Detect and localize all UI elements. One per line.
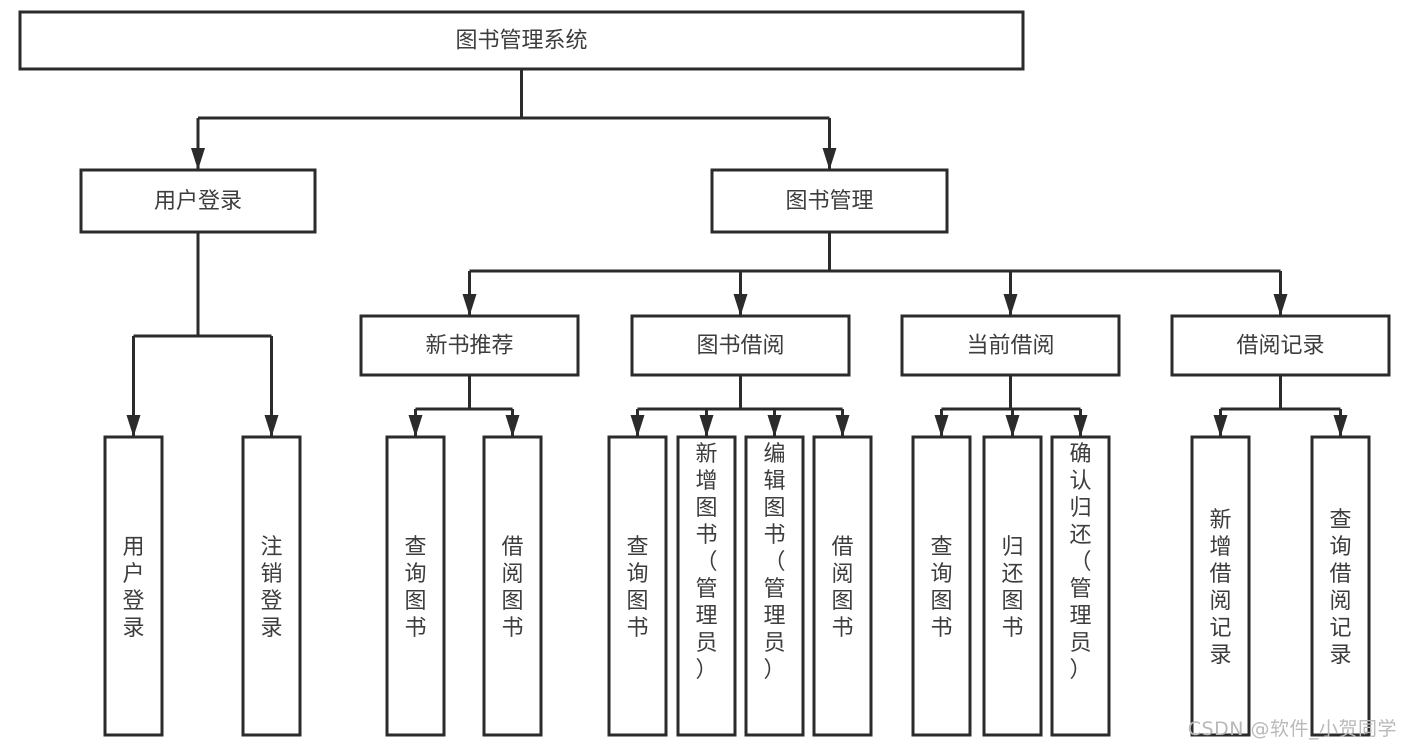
node-label: 归还图书 (1001, 535, 1023, 641)
node-label: 查询借阅记录 (1329, 508, 1351, 668)
node-box (607, 435, 668, 737)
node-box (385, 435, 446, 737)
node-label: 当前借阅 (966, 334, 1054, 359)
node-label: 编辑图书（管理员） (763, 442, 785, 683)
node-label: 新增图书（管理员） (695, 442, 717, 683)
node-box (1310, 435, 1371, 737)
arrow-head-icon (1213, 415, 1228, 437)
arrow-head-icon (630, 415, 645, 437)
arrow-head-icon (822, 148, 837, 170)
node-label: 借阅记录 (1236, 334, 1324, 359)
node-label: 确认归还（管理员） (1069, 442, 1091, 683)
arrow-head-icon (1005, 415, 1020, 437)
node-box (982, 435, 1043, 737)
node-box (18, 10, 1025, 71)
edge-group-borrow-record (1213, 375, 1348, 437)
node-box (710, 168, 949, 234)
node-leaf-query-book-rec[interactable]: 查询图书 (385, 435, 446, 737)
node-leaf-query-book-cur[interactable]: 查询图书 (911, 435, 972, 737)
node-box (1050, 435, 1111, 737)
node-leaf-borrow-book-rec[interactable]: 借阅图书 (482, 435, 543, 737)
edge-group-new-book-rec (408, 375, 520, 437)
node-label: 用户登录 (122, 535, 144, 641)
node-box (359, 314, 580, 377)
node-new-book-rec[interactable]: 新书推荐 (359, 314, 580, 377)
arrow-head-icon (733, 294, 748, 316)
node-borrow-record[interactable]: 借阅记录 (1170, 314, 1391, 377)
node-label: 查询图书 (930, 535, 952, 641)
node-leaf-return-book[interactable]: 归还图书 (982, 435, 1043, 737)
arrow-head-icon (1003, 294, 1018, 316)
node-label: 图书借阅 (696, 334, 784, 359)
node-box (900, 314, 1121, 377)
node-label: 注销登录 (260, 535, 282, 641)
node-current-borrow[interactable]: 当前借阅 (900, 314, 1121, 377)
node-label: 查询图书 (626, 535, 648, 641)
node-box (482, 435, 543, 737)
node-box (103, 435, 164, 737)
arrow-head-icon (835, 415, 850, 437)
node-leaf-logout[interactable]: 注销登录 (241, 435, 302, 737)
node-user-login[interactable]: 用户登录 (79, 168, 317, 234)
node-box (676, 435, 737, 737)
node-label: 新书推荐 (425, 334, 513, 359)
edge-group-book-borrow (630, 375, 850, 437)
node-box (1170, 314, 1391, 377)
node-leaf-add-book[interactable]: 新增图书（管理员） (676, 435, 737, 737)
arrow-head-icon (934, 415, 949, 437)
node-box (911, 435, 972, 737)
arrow-head-icon (126, 415, 141, 437)
node-leaf-confirm-return[interactable]: 确认归还（管理员） (1050, 435, 1111, 737)
node-book-manage[interactable]: 图书管理 (710, 168, 949, 234)
arrow-head-icon (462, 294, 477, 316)
node-root[interactable]: 图书管理系统 (18, 10, 1025, 71)
watermark-label: CSDN @软件_小贺同学 (1187, 718, 1397, 740)
arrow-head-icon (264, 415, 279, 437)
node-box (79, 168, 317, 234)
node-label: 图书管理 (785, 189, 873, 214)
edge-group-root (191, 69, 837, 170)
node-leaf-borrow-book[interactable]: 借阅图书 (812, 435, 873, 737)
node-leaf-user-login[interactable]: 用户登录 (103, 435, 164, 737)
node-box (630, 314, 851, 377)
node-leaf-add-record[interactable]: 新增借阅记录 (1190, 435, 1251, 737)
arrow-head-icon (767, 415, 782, 437)
node-label: 新增借阅记录 (1209, 508, 1231, 668)
node-box (744, 435, 805, 737)
node-leaf-query-record[interactable]: 查询借阅记录 (1310, 435, 1371, 737)
node-label: 查询图书 (404, 535, 426, 641)
arrow-head-icon (408, 415, 423, 437)
node-box (1190, 435, 1251, 737)
arrow-head-icon (505, 415, 520, 437)
node-label: 借阅图书 (831, 535, 853, 641)
arrow-head-icon (191, 148, 205, 170)
arrow-head-icon (1333, 415, 1348, 437)
arrow-head-icon (699, 415, 714, 437)
edge-group-user-login (126, 232, 279, 437)
arrow-head-icon (1073, 415, 1088, 437)
node-label: 借阅图书 (501, 535, 523, 641)
node-box (241, 435, 302, 737)
edge-group-current-borrow (934, 375, 1088, 437)
node-leaf-query-book[interactable]: 查询图书 (607, 435, 668, 737)
node-label: 用户登录 (154, 189, 242, 214)
node-box (812, 435, 873, 737)
node-leaf-edit-book[interactable]: 编辑图书（管理员） (744, 435, 805, 737)
node-label: 图书管理系统 (455, 29, 587, 54)
arrow-head-icon (1273, 294, 1288, 316)
node-book-borrow[interactable]: 图书借阅 (630, 314, 851, 377)
edge-group-book-manage (462, 232, 1288, 316)
